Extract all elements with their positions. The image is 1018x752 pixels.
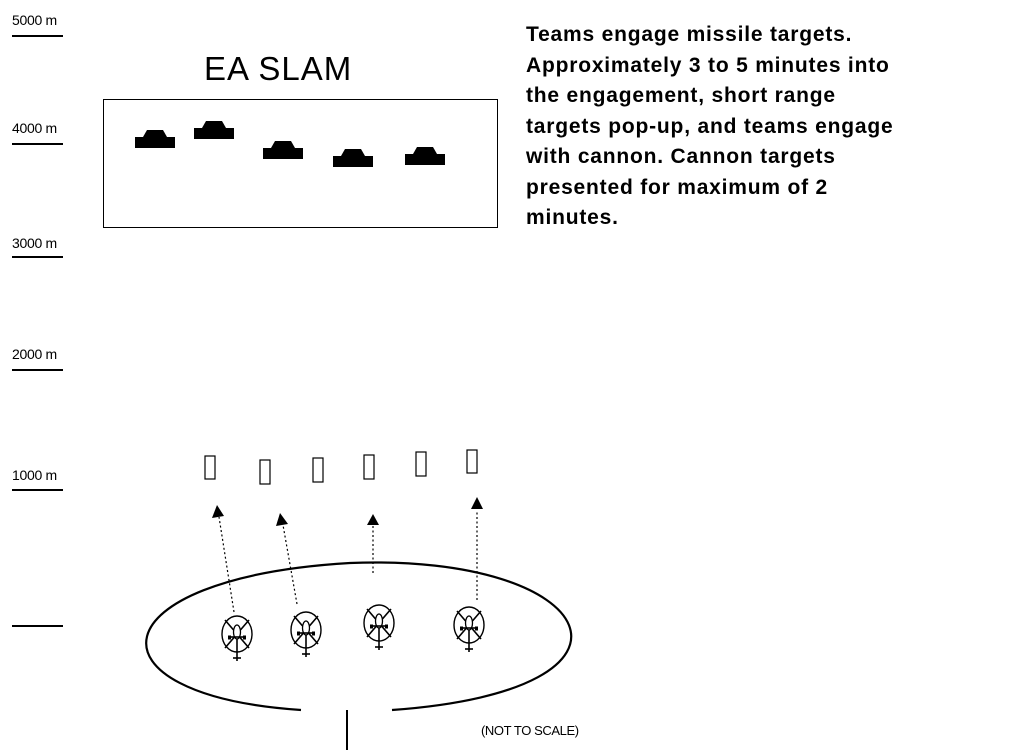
range-label-3000: 3000 m (12, 235, 57, 251)
missile-target-tank (135, 130, 175, 148)
scenario-caption: Teams engage missile targets. Approximat… (526, 20, 1018, 234)
attack-helicopter-icon (363, 604, 395, 651)
attack-helicopter-icon (453, 606, 485, 653)
engagement-area-title: EA SLAM (204, 50, 353, 87)
not-to-scale-note: (NOT TO SCALE) (481, 723, 579, 738)
caption-line: presented for maximum of 2 (526, 175, 829, 199)
missile-target-tank (263, 141, 303, 159)
caption-line: Approximately 3 to 5 minutes into (526, 53, 890, 77)
cannon-target (312, 457, 324, 483)
engagement-area-box (103, 99, 498, 228)
caption-line: with cannon. Cannon targets (526, 145, 836, 168)
range-tick-1000 (12, 489, 63, 491)
range-label-5000: 5000 m (12, 12, 57, 28)
caption-line: Teams engage missile targets. (526, 23, 853, 46)
fire-arrow-line (218, 516, 235, 613)
range-tick-3000 (12, 256, 63, 258)
range-tick-0 (12, 625, 63, 627)
range-tick-5000 (12, 35, 63, 37)
fire-arrow-head (471, 497, 483, 509)
cannon-targets (204, 449, 478, 485)
fire-arrow-head (212, 505, 224, 518)
missile-target-tank (333, 149, 373, 167)
fire-arrow-head (367, 514, 379, 525)
range-label-2000: 2000 m (12, 346, 57, 362)
cannon-target (415, 451, 427, 477)
range-tick-4000 (12, 143, 63, 145)
attack-helicopter-icon (221, 615, 253, 662)
missile-target-tank (194, 121, 234, 139)
missile-target-tank (405, 147, 445, 165)
cannon-target (204, 455, 216, 480)
fire-direction-arrows (212, 497, 483, 613)
cannon-target (363, 454, 375, 480)
fire-arrow-line (282, 524, 298, 605)
missile-targets (135, 121, 445, 167)
fire-arrow-head (276, 513, 288, 526)
range-label-1000: 1000 m (12, 467, 57, 483)
cannon-target (259, 459, 271, 485)
range-tick-2000 (12, 369, 63, 371)
caption-line: the engagement, short range (526, 84, 836, 107)
caption-line: minutes. (526, 206, 619, 229)
battle-position-outline (145, 561, 573, 712)
attack-helicopter-icon (290, 611, 322, 658)
helicopter-teams (221, 604, 485, 662)
cannon-target (466, 449, 478, 474)
caption-line: targets pop-up, and teams engage (526, 114, 894, 138)
range-label-4000: 4000 m (12, 120, 57, 136)
